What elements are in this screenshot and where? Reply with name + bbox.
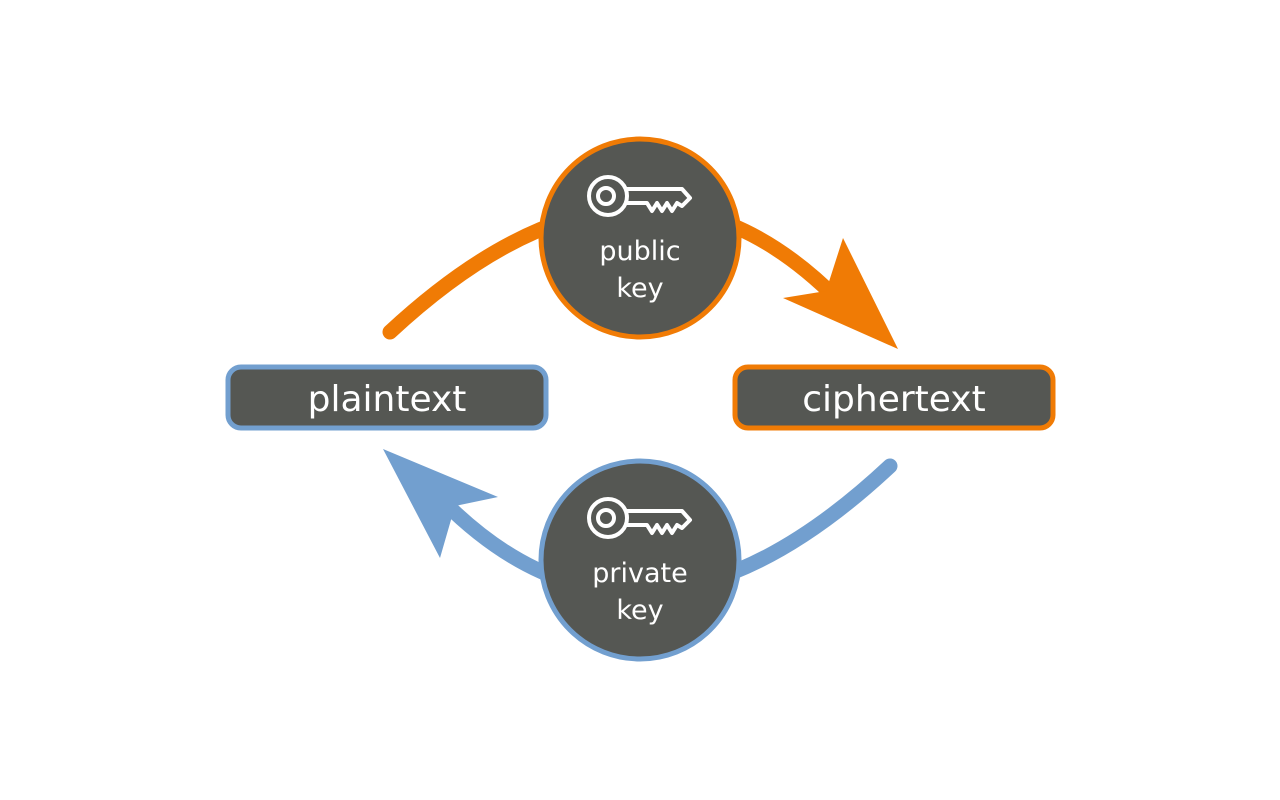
decryption-arrowhead — [383, 449, 498, 558]
public-key-label-line1: public — [599, 236, 680, 267]
plaintext-label: plaintext — [308, 379, 467, 420]
key-icon — [587, 175, 692, 217]
ciphertext-box-shape — [732, 364, 1056, 431]
private-key-node: private key — [538, 458, 742, 662]
encryption-arrowhead — [783, 238, 898, 349]
ciphertext-label: ciphertext — [802, 379, 985, 420]
key-icon — [587, 497, 692, 539]
private-key-label-line1: private — [592, 558, 687, 589]
plaintext-box: plaintext — [225, 364, 549, 431]
ciphertext-box: ciphertext — [732, 364, 1056, 431]
public-key-node: public key — [538, 136, 742, 340]
plaintext-box-shape — [225, 364, 549, 431]
private-key-label-line2: key — [616, 595, 663, 626]
public-key-label-line2: key — [616, 273, 663, 304]
